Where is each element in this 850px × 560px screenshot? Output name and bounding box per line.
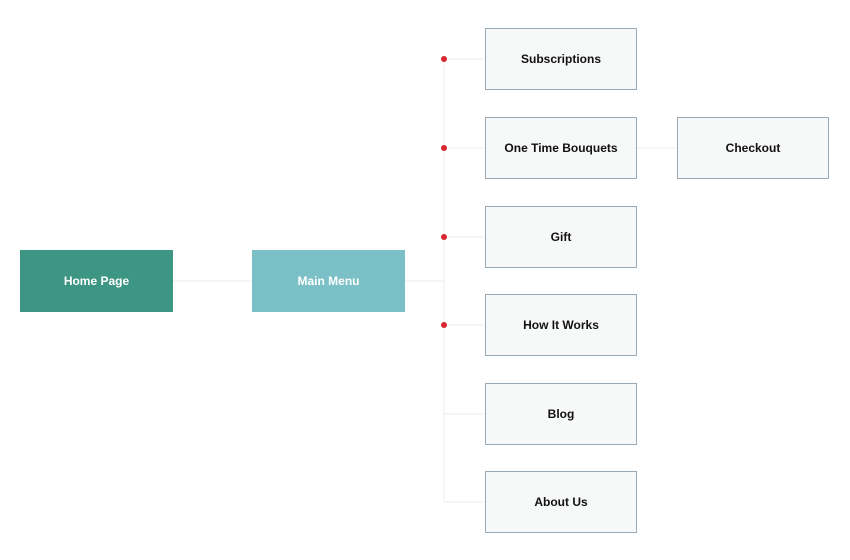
node-about-us[interactable]: About Us — [485, 471, 637, 533]
marker-how-it-works — [441, 322, 447, 328]
node-label: About Us — [534, 495, 588, 509]
node-label: One Time Bouquets — [504, 141, 618, 155]
node-checkout[interactable]: Checkout — [677, 117, 829, 179]
node-label: Main Menu — [297, 274, 360, 288]
node-subscriptions[interactable]: Subscriptions — [485, 28, 637, 90]
node-label: Subscriptions — [520, 52, 601, 66]
marker-gift — [441, 234, 447, 240]
node-one-time-bouquets[interactable]: One Time Bouquets — [485, 117, 637, 179]
node-label: Gift — [550, 230, 572, 244]
marker-one-time-bouquets — [441, 145, 447, 151]
node-label: Checkout — [725, 141, 781, 155]
node-home-page[interactable]: Home Page — [20, 250, 173, 312]
node-main-menu[interactable]: Main Menu — [252, 250, 405, 312]
node-blog[interactable]: Blog — [485, 383, 637, 445]
marker-subscriptions — [441, 56, 447, 62]
node-label: Blog — [547, 407, 575, 421]
node-gift[interactable]: Gift — [485, 206, 637, 268]
node-label: Home Page — [63, 274, 130, 288]
node-label: How It Works — [523, 318, 599, 332]
node-how-it-works[interactable]: How It Works — [485, 294, 637, 356]
